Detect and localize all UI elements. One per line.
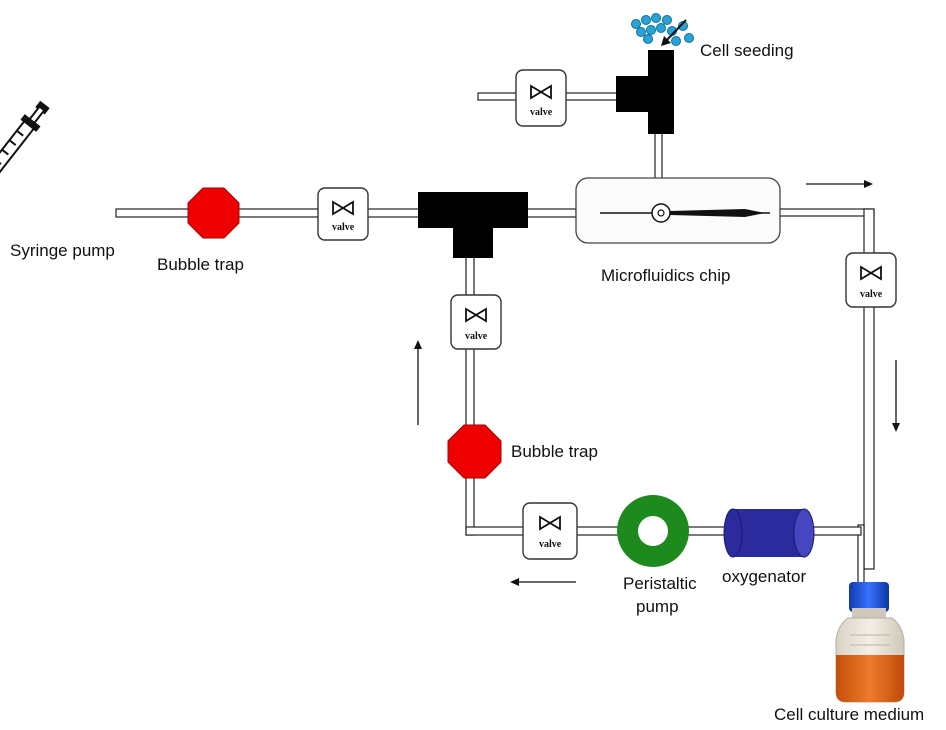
valve-text: valve bbox=[332, 222, 355, 233]
microfluidics-chip-label: Microfluidics chip bbox=[601, 266, 730, 285]
arrow-icon-down bbox=[892, 360, 900, 432]
syringe-pump-label: Syringe pump bbox=[10, 241, 115, 260]
t-connector-main bbox=[418, 192, 528, 258]
valve-icon bbox=[465, 307, 487, 323]
bottle-icon bbox=[835, 582, 905, 703]
valve-text: valve bbox=[860, 289, 883, 300]
bubble-trap-top-label: Bubble trap bbox=[157, 255, 244, 274]
oxygenator bbox=[723, 508, 815, 558]
valve-loop-vertical: valve bbox=[450, 294, 502, 350]
peristaltic-pump bbox=[617, 495, 689, 567]
valve-text: valve bbox=[465, 331, 488, 342]
valve-icon bbox=[860, 265, 882, 281]
cell-cluster-icon bbox=[631, 13, 694, 46]
bubble-trap-loop-label: Bubble trap bbox=[511, 442, 598, 461]
arrow-icon-right bbox=[806, 180, 873, 188]
valve-top: valve bbox=[515, 69, 567, 127]
cell-seeding-label: Cell seeding bbox=[700, 41, 794, 60]
valve-text: valve bbox=[539, 539, 562, 550]
microfluidics-chip bbox=[575, 177, 781, 244]
valve-loop-bottom: valve bbox=[522, 502, 578, 560]
t-connector-top bbox=[616, 50, 674, 134]
bubble-trap-loop bbox=[447, 424, 502, 479]
arrow-icon-left bbox=[510, 578, 576, 586]
valve-icon bbox=[332, 200, 354, 216]
seeding-arrow-icon bbox=[661, 19, 687, 46]
arrow-icon-up bbox=[414, 340, 422, 425]
oxygenator-label: oxygenator bbox=[722, 567, 806, 586]
syringe-icon bbox=[0, 100, 50, 178]
peristaltic-pump-label-line1: Peristaltic bbox=[623, 574, 697, 593]
valve-icon bbox=[539, 515, 561, 531]
peristaltic-pump-label-line2: pump bbox=[636, 597, 679, 616]
valve-icon bbox=[530, 84, 552, 100]
cell-culture-medium-label: Cell culture medium bbox=[774, 705, 924, 724]
bubble-trap-top bbox=[187, 187, 240, 239]
valve-main: valve bbox=[317, 187, 369, 241]
valve-right: valve bbox=[845, 252, 897, 308]
valve-text: valve bbox=[530, 107, 553, 118]
